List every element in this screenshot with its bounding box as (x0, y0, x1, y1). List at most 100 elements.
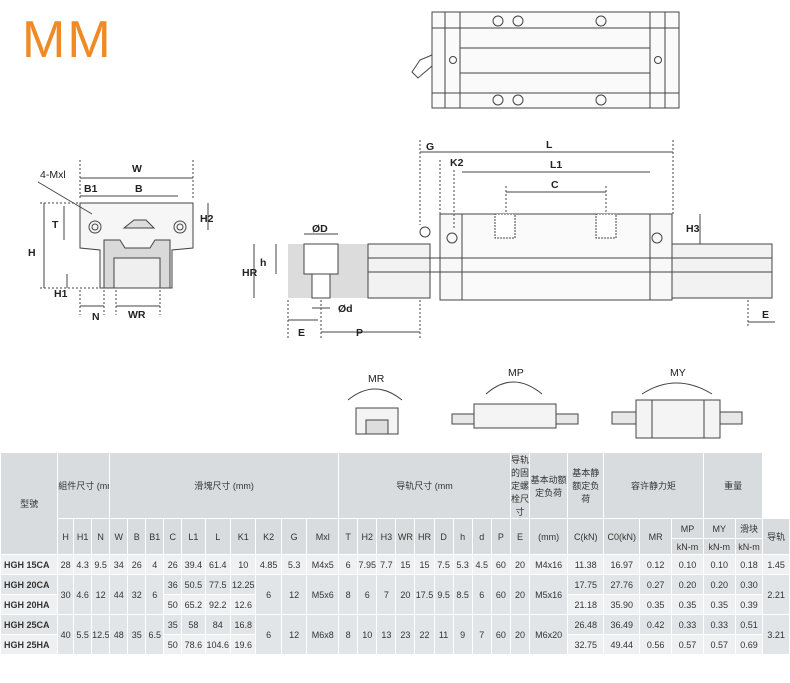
table-cell: 35 (127, 614, 147, 655)
model-cell: HGH 20HA (0, 594, 59, 615)
table-cell: 12 (280, 574, 308, 615)
col-header: MP (671, 518, 704, 539)
label-my: MY (670, 367, 686, 379)
col-header: MY (702, 518, 736, 539)
col-header: Mxl (306, 518, 340, 555)
table-cell: 5.3 (280, 554, 308, 575)
table-cell: 8 (338, 574, 359, 615)
header-bolt: 导轨的固定螺栓尺寸 (509, 452, 531, 519)
table-cell: 7.95 (357, 554, 378, 575)
table-cell: 50 (163, 594, 183, 615)
table-cell: 5.5 (73, 614, 93, 655)
table-cell: 20 (509, 574, 531, 615)
table-cell: 7.7 (376, 554, 397, 575)
table-cell: 9.5 (433, 574, 454, 615)
table-cell: 6.5 (145, 614, 165, 655)
label-e: E (298, 327, 305, 339)
label-hr: HR (242, 267, 258, 279)
header-rail: 导轨尺寸 (mm (338, 452, 511, 519)
label-sd: Ød (338, 303, 353, 315)
label-p: P (356, 327, 363, 339)
col-header: 滑块 (734, 518, 764, 539)
table-cell: 8.5 (452, 574, 473, 615)
model-cell: HGH 20CA (0, 574, 59, 595)
table-cell: 4.85 (255, 554, 282, 575)
label-b: B (135, 183, 143, 195)
col-header: K1 (229, 518, 257, 555)
table-cell: 4.5 (471, 554, 492, 575)
side-view-block (253, 140, 775, 338)
table-cell: 50 (163, 634, 183, 655)
col-header: H2 (357, 518, 378, 555)
label-h3: H3 (686, 223, 700, 235)
table-cell: 0.35 (702, 594, 736, 615)
table-cell: 26 (127, 554, 147, 575)
col-header: W (109, 518, 129, 555)
col-header: h (452, 518, 473, 555)
col-header: K2 (255, 518, 282, 555)
table-cell: 0.33 (671, 614, 704, 635)
table-cell: 11 (433, 614, 454, 655)
table-cell: 12.25 (229, 574, 257, 595)
label-t: T (52, 219, 59, 231)
table-cell: 17.5 (414, 574, 435, 615)
table-cell: 9.5 (91, 554, 111, 575)
front-view-block (37, 160, 209, 315)
table-cell: 16.8 (229, 614, 257, 635)
table-cell: 10 (229, 554, 257, 575)
col-header: G (280, 518, 308, 555)
table-cell: 28 (57, 554, 75, 575)
table-cell: 2.21 (762, 574, 790, 615)
table-cell: 20 (395, 574, 416, 615)
table-cell: 5.3 (452, 554, 473, 575)
label-mr: MR (368, 373, 385, 385)
header-assembly: 組件尺寸 (mm) (57, 452, 111, 519)
table-cell: 60 (490, 574, 511, 615)
table-cell: 13 (376, 614, 397, 655)
table-cell: 61.4 (204, 554, 232, 575)
col-header: N (91, 518, 111, 555)
col-header: T (338, 518, 359, 555)
col-header: 导轨 (762, 518, 790, 555)
moment-my-figure (611, 382, 743, 439)
table-cell: 0.20 (702, 574, 736, 595)
table-cell: 77.5 (204, 574, 232, 595)
label-l: L (546, 139, 553, 151)
table-cell: 78.6 (181, 634, 206, 655)
table-cell: 65.2 (181, 594, 206, 615)
col-header: L (204, 518, 232, 555)
table-cell: 58 (181, 614, 206, 635)
table-cell: 35.90 (603, 594, 641, 615)
table-cell: 23 (395, 614, 416, 655)
table-cell: 0.12 (639, 554, 673, 575)
table-cell: 0.18 (734, 554, 764, 575)
label-c: C (551, 179, 559, 191)
table-cell: 0.35 (671, 594, 704, 615)
table-cell: 12.6 (229, 594, 257, 615)
table-cell: 104.6 (204, 634, 232, 655)
table-cell: 11.38 (567, 554, 605, 575)
table-cell: 92.2 (204, 594, 232, 615)
table-cell: 35 (163, 614, 183, 635)
table-cell: 0.69 (734, 634, 764, 655)
table-cell: 7 (376, 574, 397, 615)
col-header: B1 (145, 518, 165, 555)
header-static-load: 基本静额定负荷 (567, 452, 605, 519)
table-cell: 6 (357, 574, 378, 615)
table-cell: 22 (414, 614, 435, 655)
table-cell: 12 (280, 614, 308, 655)
model-cell: HGH 25CA (0, 614, 59, 635)
col-header: C(kN) (567, 518, 605, 555)
table-cell: 49.44 (603, 634, 641, 655)
table-cell: M6x20 (529, 614, 569, 655)
header-model: 型號 (0, 452, 59, 555)
table-cell: 4.3 (73, 554, 93, 575)
table-cell: M4x5 (306, 554, 340, 575)
top-view-block (411, 11, 680, 109)
table-cell: 0.33 (702, 614, 736, 635)
table-cell: 12.5 (91, 614, 111, 655)
table-cell: 26 (163, 554, 183, 575)
label-n: N (92, 311, 100, 323)
table-cell: 0.10 (671, 554, 704, 575)
